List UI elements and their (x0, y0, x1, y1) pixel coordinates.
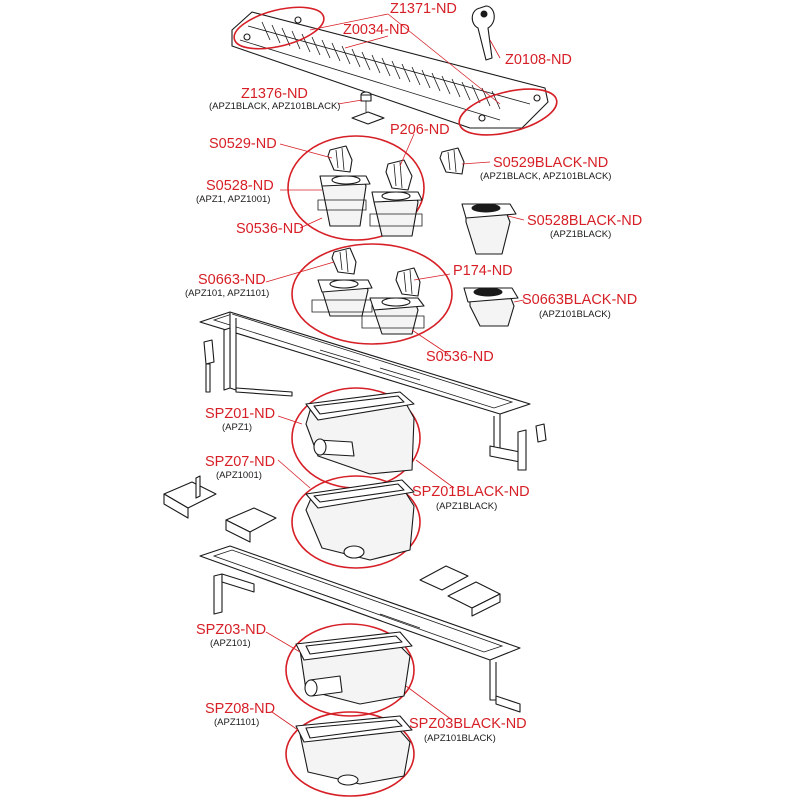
clip-s0529 (327, 145, 353, 173)
label-spz03black-sub: (APZ101BLACK) (424, 733, 496, 744)
label-z0034: Z0034-ND (343, 22, 410, 38)
label-s0529black-sub: (APZ1BLACK, APZ101BLACK) (480, 171, 611, 182)
part-z1376 (351, 91, 385, 125)
housing-spz01 (305, 391, 415, 475)
label-s0528black-sub: (APZ1BLACK) (550, 229, 611, 240)
label-z1376-sub: (APZ1BLACK, APZ101BLACK) (209, 101, 340, 112)
label-p174: P174-ND (453, 263, 513, 279)
label-s0529black: S0529BLACK-ND (493, 155, 608, 171)
siphon-s0663 (311, 279, 373, 317)
label-spz01: SPZ01-ND (205, 406, 275, 422)
channel-frame-upper (199, 311, 547, 471)
label-s0528black: S0528BLACK-ND (527, 213, 642, 229)
ring-z1371-right (458, 88, 558, 136)
label-spz08-sub: (APZ1101) (214, 717, 259, 728)
clip-s0529black (439, 147, 465, 175)
ring-spz08 (285, 711, 415, 797)
leader-lines (265, 13, 525, 731)
label-s0529: S0529-ND (209, 136, 277, 152)
clip-s0663 (331, 247, 357, 275)
siphon-s0663black (463, 287, 519, 327)
label-spz07: SPZ07-ND (205, 454, 275, 470)
ring-z1371-left (233, 6, 325, 50)
label-z1376: Z1376-ND (241, 86, 308, 102)
mounting-bracket-left (163, 475, 277, 543)
ring-spz03 (285, 623, 415, 717)
ring-group-1 (287, 135, 425, 241)
housing-spz08 (295, 715, 413, 786)
label-spz03: SPZ03-ND (196, 622, 266, 638)
label-z0108: Z0108-ND (505, 52, 572, 68)
label-spz01black-sub: (APZ1BLACK) (436, 501, 497, 512)
siphon-s0528-right (369, 191, 423, 237)
label-spz07-sub: (APZ1001) (216, 470, 262, 481)
label-s0536-b: S0536-ND (426, 349, 494, 365)
ring-group-2 (291, 243, 453, 345)
housing-spz07 (305, 479, 415, 561)
label-s0663black-sub: (APZ101BLACK) (539, 309, 611, 320)
label-s0663: S0663-ND (198, 272, 266, 288)
label-s0663black: S0663BLACK-ND (522, 292, 637, 308)
label-spz01black: SPZ01BLACK-ND (412, 484, 530, 500)
lifting-key-z0108 (471, 5, 495, 61)
mounting-bracket-right (419, 565, 501, 617)
label-spz08: SPZ08-ND (205, 701, 275, 717)
label-spz03-sub: (APZ101) (210, 638, 251, 649)
siphon-s0528black (461, 203, 517, 255)
ring-spz07 (291, 475, 421, 569)
siphon-s0663-right (361, 297, 425, 335)
clip-p174 (395, 267, 421, 297)
labels: Z1371-ND Z0034-ND Z0108-ND Z1376-ND (APZ… (185, 1, 642, 744)
label-s0528-sub: (APZ1, APZ1001) (196, 194, 270, 205)
label-z1371: Z1371-ND (390, 1, 457, 17)
label-p206: P206-ND (390, 122, 450, 138)
label-s0528: S0528-ND (206, 178, 274, 194)
housing-spz03 (295, 631, 413, 705)
label-spz01-sub: (APZ1) (222, 422, 252, 433)
label-s0536-a: S0536-ND (236, 221, 304, 237)
siphon-s0528 (317, 175, 371, 227)
channel-frame-lower (199, 545, 521, 713)
label-spz03black: SPZ03BLACK-ND (409, 716, 527, 732)
clip-p206 (385, 159, 413, 191)
label-s0663-sub: (APZ101, APZ1101) (185, 288, 269, 299)
